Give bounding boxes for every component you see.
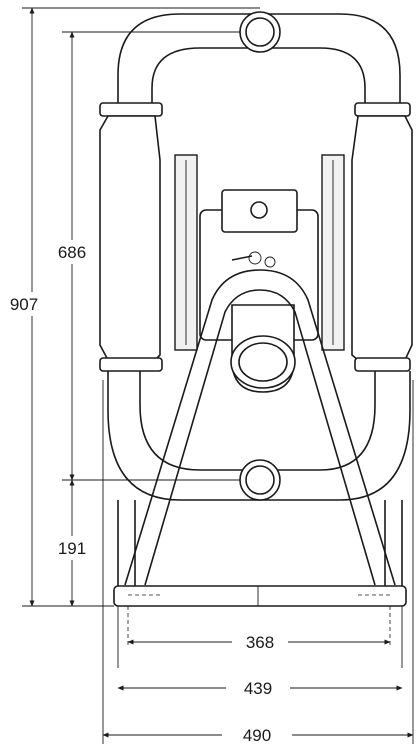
dimension-lines xyxy=(22,7,414,744)
base-plate xyxy=(113,585,407,607)
right-top-flange xyxy=(354,102,411,117)
dim-overall-height: 907 xyxy=(10,295,38,314)
dim-mount-inner: 368 xyxy=(246,633,274,652)
left-top-flange xyxy=(99,102,163,117)
left-bottom-flange xyxy=(99,357,163,372)
stand-frame xyxy=(124,269,396,586)
dim-overall-width: 490 xyxy=(243,726,271,744)
dim-outlet-to-base: 191 xyxy=(58,539,86,558)
dim-port-to-port: 686 xyxy=(58,243,86,262)
pump-outline xyxy=(99,11,413,607)
air-valve xyxy=(221,189,298,233)
right-bottom-flange xyxy=(354,357,411,372)
right-fluid-chamber xyxy=(351,115,413,361)
left-fluid-chamber xyxy=(99,115,161,361)
dim-mount-outer: 439 xyxy=(244,679,272,698)
